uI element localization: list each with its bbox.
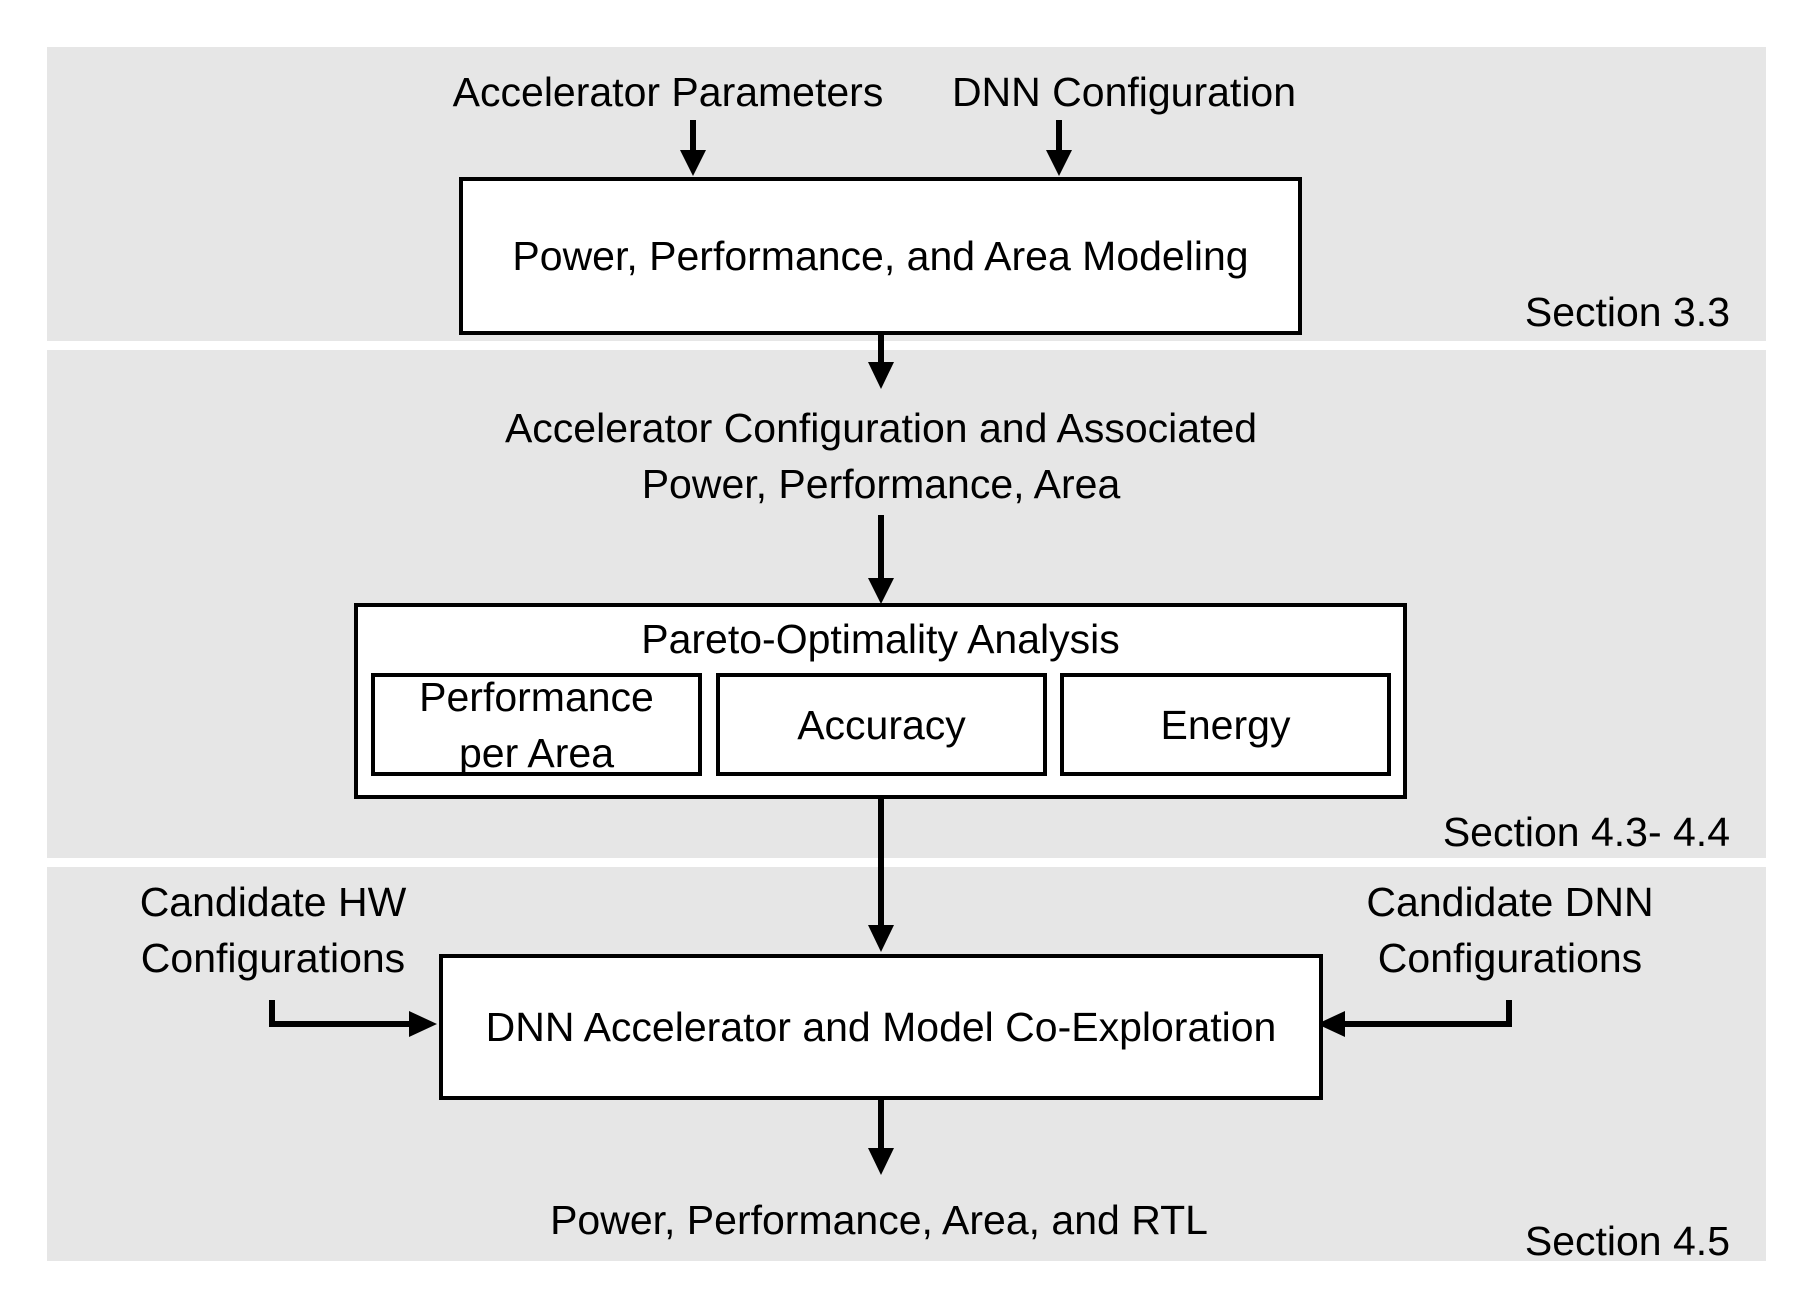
- metric-energy-label: Energy: [1160, 701, 1291, 748]
- section-4-3-4-4-label: Section 4.3- 4.4: [1442, 809, 1730, 855]
- metric-performance-line1: Performance: [419, 673, 654, 720]
- dnn-configuration-label: DNN Configuration: [951, 69, 1297, 115]
- final-output-label: Power, Performance, Area, and RTL: [550, 1197, 1208, 1243]
- co-exploration-box: DNN Accelerator and Model Co-Exploration: [439, 954, 1323, 1100]
- accelerator-configuration-line1: Accelerator Configuration and Associated: [504, 405, 1258, 451]
- candidate-hw-configurations-label: Candidate HW Configurations: [140, 874, 407, 986]
- section-4-5-label: Section 4.5: [1524, 1218, 1730, 1264]
- ppa-modeling-label: Power, Performance, and Area Modeling: [512, 232, 1249, 279]
- metric-energy: Energy: [1060, 673, 1391, 776]
- ppa-modeling-box: Power, Performance, and Area Modeling: [459, 177, 1302, 335]
- co-exploration-label: DNN Accelerator and Model Co-Exploration: [485, 1003, 1277, 1050]
- metric-accuracy-label: Accuracy: [797, 701, 966, 748]
- candidate-hw-line1: Candidate HW: [139, 879, 407, 925]
- metric-performance-line2: per Area: [459, 729, 614, 776]
- section-3-3-label: Section 3.3: [1524, 289, 1730, 335]
- accelerator-configuration-line2: Power, Performance, Area: [641, 461, 1121, 507]
- candidate-dnn-configurations-label: Candidate DNN Configurations: [1366, 874, 1653, 986]
- candidate-dnn-line1: Candidate DNN: [1366, 879, 1654, 925]
- pareto-analysis-title: Pareto-Optimality Analysis: [641, 616, 1120, 662]
- accelerator-configuration-output: Accelerator Configuration and Associated…: [505, 400, 1257, 512]
- metric-performance-per-area: Performance per Area: [371, 673, 702, 776]
- candidate-hw-line2: Configurations: [140, 935, 406, 981]
- accelerator-parameters-label: Accelerator Parameters: [452, 69, 884, 115]
- candidate-dnn-line2: Configurations: [1377, 935, 1643, 981]
- metric-accuracy: Accuracy: [716, 673, 1047, 776]
